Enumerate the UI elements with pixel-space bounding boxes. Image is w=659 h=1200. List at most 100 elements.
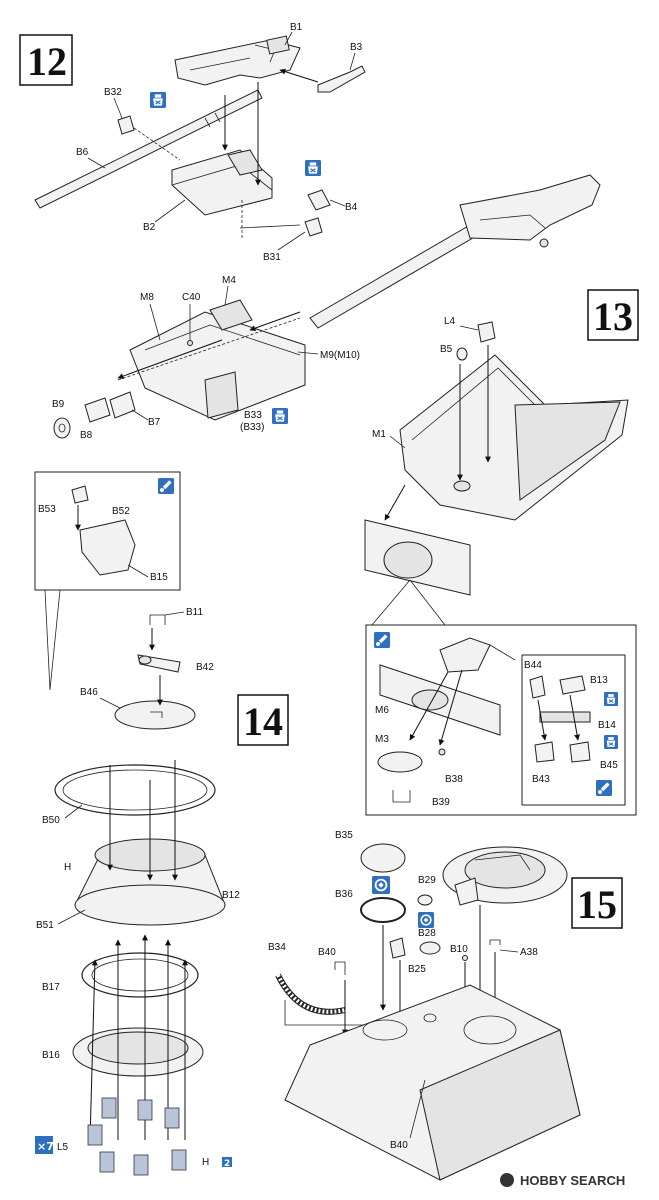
part-b40 xyxy=(334,961,346,975)
step-13-frame xyxy=(587,289,639,341)
part-b50 xyxy=(54,764,216,816)
part-b1 xyxy=(174,35,301,86)
part-b3 xyxy=(317,65,366,93)
part-b36 xyxy=(360,897,406,923)
part-b13 xyxy=(559,675,586,695)
label-b52: B52 xyxy=(112,506,130,517)
step-15-frame xyxy=(571,877,623,929)
label-m6: M6 xyxy=(375,705,389,716)
detail-box-14 xyxy=(34,471,181,591)
label-b53: B53 xyxy=(38,504,56,515)
quantity-badge xyxy=(35,1136,53,1154)
label-b33-alt: (B33) xyxy=(240,422,264,433)
page-ref-badge xyxy=(222,1157,232,1167)
label-b42: B42 xyxy=(196,662,214,673)
label-l5: L5 xyxy=(57,1142,69,1153)
step-15-number: 15 xyxy=(577,882,617,927)
label-b36: B36 xyxy=(335,889,353,900)
part-b28 xyxy=(419,941,441,955)
label-c40: C40 xyxy=(182,292,201,303)
step-15: 15 B35 B36 B29 B28 B25 B10 A38 xyxy=(268,830,623,1181)
label-m8: M8 xyxy=(140,292,154,303)
watermark-logo-icon xyxy=(500,1173,514,1187)
label-h2: H xyxy=(202,1157,209,1168)
label-b40-lower: B40 xyxy=(390,1140,408,1151)
label-h: H xyxy=(64,862,71,873)
cement-icon xyxy=(604,692,618,706)
label-b8: B8 xyxy=(80,430,93,441)
assembly-arrows-14 xyxy=(89,675,188,1141)
label-b44: B44 xyxy=(524,660,542,671)
part-b32 xyxy=(117,115,135,135)
label-m4: M4 xyxy=(222,275,236,286)
part-b11 xyxy=(149,614,166,625)
part-b29 xyxy=(417,894,433,906)
label-b17: B17 xyxy=(42,982,60,993)
part-b44 xyxy=(529,675,546,699)
label-b25: B25 xyxy=(408,964,426,975)
turret-roof xyxy=(284,984,581,1181)
label-b40: B40 xyxy=(318,947,336,958)
part-b35 xyxy=(360,843,406,873)
paint-icon xyxy=(374,632,390,648)
label-b10: B10 xyxy=(450,944,468,955)
step-12: 12 B1 B3 B6 B32 xyxy=(19,22,601,441)
paint-icon xyxy=(596,780,612,796)
label-b28: B28 xyxy=(418,928,436,939)
part-b34 xyxy=(275,973,346,1015)
label-b46: B46 xyxy=(80,687,98,698)
step-12-number: 12 xyxy=(27,39,67,84)
watermark-text: HOBBY SEARCH xyxy=(520,1173,625,1188)
detail-subbox-13 xyxy=(521,654,626,806)
step-12-frame xyxy=(19,34,73,86)
label-m9: M9(M10) xyxy=(320,350,360,361)
part-m3 xyxy=(377,751,423,773)
part-b9 xyxy=(53,417,71,439)
paint-icon xyxy=(158,478,174,494)
label-b13: B13 xyxy=(590,675,608,686)
label-m1: M1 xyxy=(372,429,386,440)
part-b42 xyxy=(137,654,181,673)
part-hatch-hinge xyxy=(439,637,491,673)
label-b11: B11 xyxy=(186,607,203,618)
cupola-assembly xyxy=(442,846,568,906)
label-b14: B14 xyxy=(598,720,616,731)
label-b38: B38 xyxy=(445,774,463,785)
label-b51: B51 xyxy=(36,920,54,931)
part-b2-cradle xyxy=(171,149,273,216)
label-b50: B50 xyxy=(42,815,60,826)
part-b52 xyxy=(79,519,136,576)
label-b16: B16 xyxy=(42,1050,60,1061)
part-m6 xyxy=(379,664,501,736)
label-b15: B15 xyxy=(150,572,168,583)
part-l5-periscopes xyxy=(87,1097,187,1176)
label-b33: B33 xyxy=(244,410,262,421)
cement-icon xyxy=(604,735,618,749)
label-m3: M3 xyxy=(375,734,389,745)
part-b39 xyxy=(392,790,411,803)
label-b2: B2 xyxy=(143,222,156,233)
part-m4 xyxy=(209,299,253,331)
part-b14 xyxy=(539,711,591,723)
label-x7: ×7 xyxy=(37,1140,54,1153)
step-13-number: 13 xyxy=(593,294,633,339)
step-14-frame xyxy=(237,694,289,746)
label-b34: B34 xyxy=(268,942,286,953)
part-b6-barrel xyxy=(34,89,263,209)
detail-box-13 xyxy=(365,624,637,816)
label-b32: B32 xyxy=(104,87,122,98)
part-l4 xyxy=(477,321,496,343)
label-b35: B35 xyxy=(335,830,353,841)
assembled-barrel xyxy=(309,174,601,329)
label-b12: B12 xyxy=(222,890,240,901)
part-b17 xyxy=(81,952,199,998)
part-b46 xyxy=(114,700,196,730)
part-m8-mantlet xyxy=(129,311,306,421)
label-b3: B3 xyxy=(350,42,363,53)
label-b31: B31 xyxy=(263,252,281,263)
choice-icon xyxy=(418,912,434,928)
step-13: 13 M1 B5 L4 xyxy=(364,289,639,816)
label-b7: B7 xyxy=(148,417,161,428)
watermark: HOBBY SEARCH xyxy=(500,1173,625,1188)
